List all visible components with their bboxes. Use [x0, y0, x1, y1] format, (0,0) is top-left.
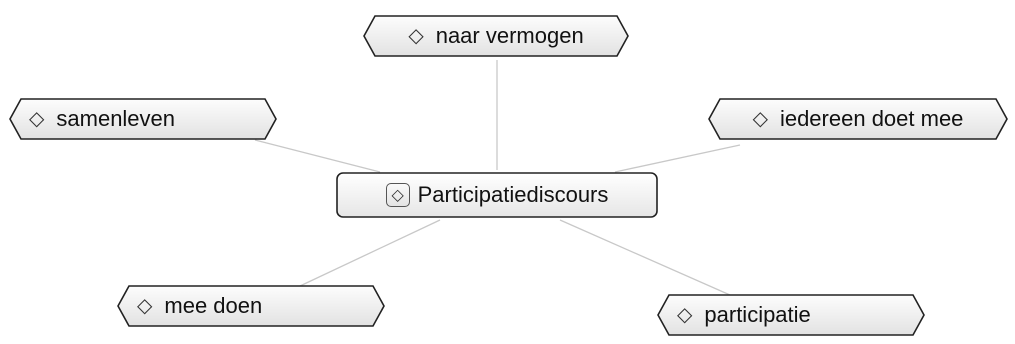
- node-shape: [336, 172, 658, 218]
- edge-to-participatie: [559, 219, 731, 296]
- node-label: iedereen doet mee: [779, 106, 964, 131]
- node-label: samenleven: [56, 106, 176, 131]
- node-naar-vermogen[interactable]: ◇ naar vermogen: [363, 15, 629, 57]
- node-label: naar vermogen: [435, 23, 584, 48]
- node-iedereen-doet-mee[interactable]: ◇ iedereen doet mee: [708, 98, 1008, 140]
- diamond-outline-icon: ◇: [29, 108, 45, 130]
- node-shape: [708, 98, 1008, 140]
- node-label: mee doen: [164, 293, 263, 318]
- diamond-in-square-icon: ◇: [385, 183, 410, 207]
- central-node-label: Participatiediscours: [417, 182, 609, 207]
- node-mee-doen[interactable]: ◇ mee doen: [117, 285, 385, 327]
- diamond-outline-icon: ◇: [752, 108, 768, 130]
- node-shape: [9, 98, 277, 140]
- node-shape: [363, 15, 629, 57]
- diamond-outline-icon: ◇: [408, 25, 424, 47]
- edge-to-iedereen-doet-mee: [614, 144, 741, 173]
- node-samenleven[interactable]: ◇ samenleven: [9, 98, 277, 140]
- node-participatie[interactable]: ◇ participatie: [657, 294, 925, 336]
- edge-to-mee-doen: [299, 219, 441, 287]
- node-shape: [117, 285, 385, 327]
- node-label: participatie: [704, 302, 811, 327]
- diamond-outline-icon: ◇: [677, 304, 693, 326]
- edge-to-samenleven: [254, 139, 381, 173]
- node-participatiediscours[interactable]: ◇ Participatiediscours: [336, 172, 658, 218]
- node-shape: [657, 294, 925, 336]
- diamond-outline-icon: ◇: [137, 295, 153, 317]
